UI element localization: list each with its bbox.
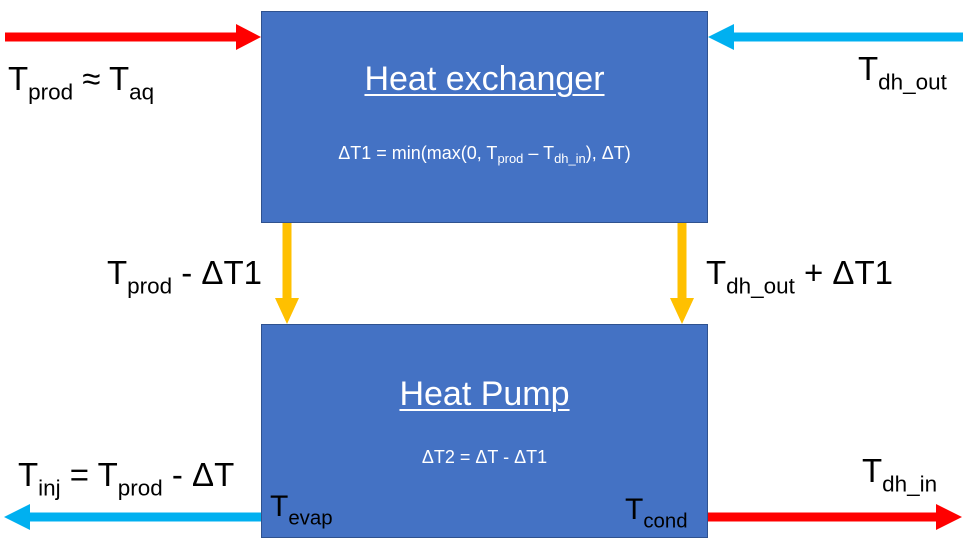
label-t-prod-minus-dt1: Tprod - ΔT1 xyxy=(107,254,262,297)
heat-pump-formula: ΔT2 = ΔT - ΔT1 xyxy=(421,447,548,467)
label-subscript: prod xyxy=(117,475,163,501)
label-text: = T xyxy=(60,456,118,493)
production-inflow-arrow xyxy=(5,24,261,50)
label-t-prod-approx-t-aq: Tprod ≈ Taq xyxy=(8,60,154,103)
condenser-transfer-arrow xyxy=(670,223,694,324)
label-text: T xyxy=(107,254,128,291)
label-subscript: cond xyxy=(643,510,688,533)
label-subscript: inj xyxy=(38,475,61,501)
injection-outflow-arrow xyxy=(4,504,261,530)
formula-part: – T xyxy=(523,143,555,163)
label-text: T xyxy=(862,452,883,489)
label-text: T xyxy=(858,50,879,87)
label-t-cond: Tcond xyxy=(625,493,688,532)
label-text: - ΔT xyxy=(162,456,235,493)
label-text: T xyxy=(706,254,727,291)
heat-exchanger-title: Heat exchanger xyxy=(364,60,605,98)
dh-outflow-arrow xyxy=(708,24,963,50)
label-t-dh-out: Tdh_out xyxy=(858,50,947,93)
label-t-inj: Tinj = Tprod - ΔT xyxy=(18,456,235,499)
dh-inflow-arrow xyxy=(708,504,962,530)
label-subscript: aq xyxy=(129,79,155,105)
formula-subscript: dh_in xyxy=(554,150,586,166)
label-text: T xyxy=(8,60,29,97)
label-t-dh-out-plus-dt1: Tdh_out + ΔT1 xyxy=(706,254,893,297)
heat-pump-box: Heat Pump ΔT2 = ΔT - ΔT1 xyxy=(261,324,708,538)
label-text: ≈ T xyxy=(73,60,130,97)
formula-subscript: prod xyxy=(497,150,524,166)
heat-exchanger-formula: ΔT1 = min(max(0, Tprod – Tdh_in), ΔT) xyxy=(262,143,707,166)
heat-exchanger-box: Heat exchanger ΔT1 = min(max(0, Tprod – … xyxy=(261,11,708,223)
label-text: T xyxy=(18,456,39,493)
formula-part: ), ΔT) xyxy=(585,143,631,163)
label-subscript: dh_out xyxy=(878,69,947,95)
formula-part: ΔT1 = min(max(0, T xyxy=(338,143,498,163)
heat-pump-title: Heat Pump xyxy=(399,375,570,413)
label-subscript: evap xyxy=(288,507,333,530)
label-t-dh-in: Tdh_in xyxy=(862,452,937,495)
label-subscript: dh_out xyxy=(726,273,795,299)
evaporator-transfer-arrow xyxy=(275,223,299,324)
label-t-evap: Tevap xyxy=(270,490,333,529)
label-text: - ΔT1 xyxy=(172,254,262,291)
label-subscript: prod xyxy=(28,79,74,105)
label-subscript: dh_in xyxy=(882,471,938,497)
label-subscript: prod xyxy=(127,273,173,299)
label-text: T xyxy=(625,493,644,526)
label-text: + ΔT1 xyxy=(794,254,893,291)
label-text: T xyxy=(270,490,289,523)
